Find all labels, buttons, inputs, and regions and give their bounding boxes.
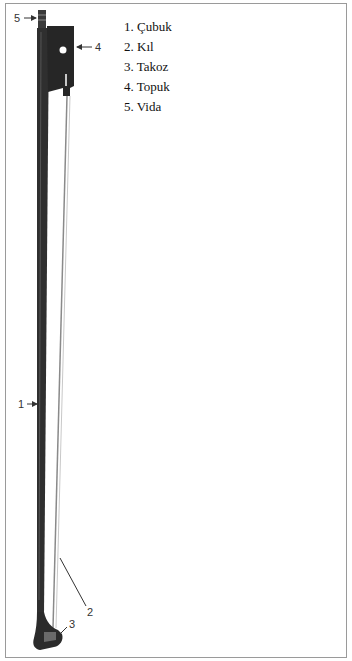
frog [47,26,74,96]
screw [38,10,46,29]
part-list-item: 2. Kıl [124,40,154,54]
part-list-item: 4. Topuk [124,80,170,94]
frame [6,4,347,658]
leader-line [27,404,37,405]
leader-line [60,627,67,634]
leader-line [60,558,86,606]
callout-number: 1 [18,398,24,410]
part-list-item: 1. Çubuk [124,20,172,34]
callout-number: 5 [14,12,20,24]
leader-line [24,18,36,19]
bow-hair [53,96,67,628]
callout-number: 2 [87,606,93,618]
leader-line [77,47,92,48]
bow-tip [33,612,62,650]
callout-number: 4 [95,41,101,53]
part-list-item: 5. Vida [124,100,161,114]
bow-stick [37,28,49,615]
callout-number: 3 [69,618,75,630]
part-list-item: 3. Takoz [124,60,168,74]
